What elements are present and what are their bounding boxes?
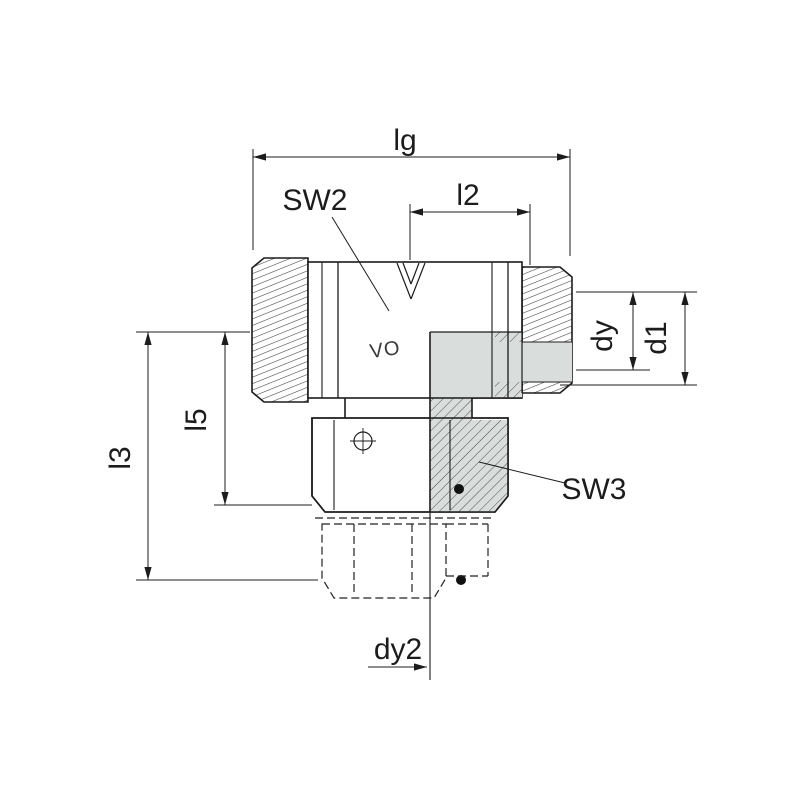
arrow-l3-top xyxy=(144,332,152,345)
arrow-l3-bottom xyxy=(144,567,152,580)
phantom-mating-part xyxy=(315,517,495,599)
phantom-hex-inner-lines xyxy=(353,524,413,592)
swivel-nut-outline xyxy=(311,417,509,513)
dim-label-sw2: SW2 xyxy=(282,184,347,217)
dimension-arrowheads xyxy=(144,153,689,671)
dim-label-dy: dy xyxy=(586,320,619,352)
arrow-dy-top xyxy=(629,292,637,305)
dim-label-l3: l3 xyxy=(104,446,137,469)
bore-wall-lines xyxy=(522,341,572,383)
dim-label-lg: lg xyxy=(393,124,416,157)
top-chamfer-v-marks xyxy=(396,262,426,300)
dimensions xyxy=(136,149,697,668)
weep-hole-crosshair xyxy=(350,428,376,454)
forging-stamp-text: VO xyxy=(368,337,402,363)
dim-label-sw3: SW3 xyxy=(561,473,626,506)
dim-label-d1: d1 xyxy=(640,321,673,354)
phantom-right-detail xyxy=(446,523,489,577)
leader-sw3 xyxy=(478,461,566,484)
arrow-dy-bottom xyxy=(629,357,637,370)
arrow-dy2 xyxy=(414,663,427,671)
dim-label-l2: l2 xyxy=(456,179,479,212)
leader-sw2 xyxy=(331,216,390,312)
arrow-l2-right xyxy=(517,208,530,216)
arrow-lg-right xyxy=(557,153,570,161)
phantom-hex-outline xyxy=(321,523,447,599)
arrow-l2-left xyxy=(410,208,423,216)
arrow-lg-left xyxy=(253,153,266,161)
nut-hex-lines xyxy=(333,420,451,510)
detail-lines xyxy=(311,262,572,680)
o-ring-dot-lower xyxy=(456,575,466,585)
branch-neck-lines xyxy=(344,398,473,418)
arrow-d1-bottom xyxy=(681,372,689,385)
dim-label-l5: l5 xyxy=(180,408,213,431)
arrow-l5-top xyxy=(221,332,229,345)
arrow-d1-top xyxy=(681,292,689,305)
left-thread-stud xyxy=(251,257,309,403)
o-ring-dot-upper xyxy=(454,484,464,494)
hatch-neck xyxy=(430,398,472,420)
dim-label-dy2: dy2 xyxy=(374,633,422,666)
arrow-l5-bottom xyxy=(221,492,229,505)
